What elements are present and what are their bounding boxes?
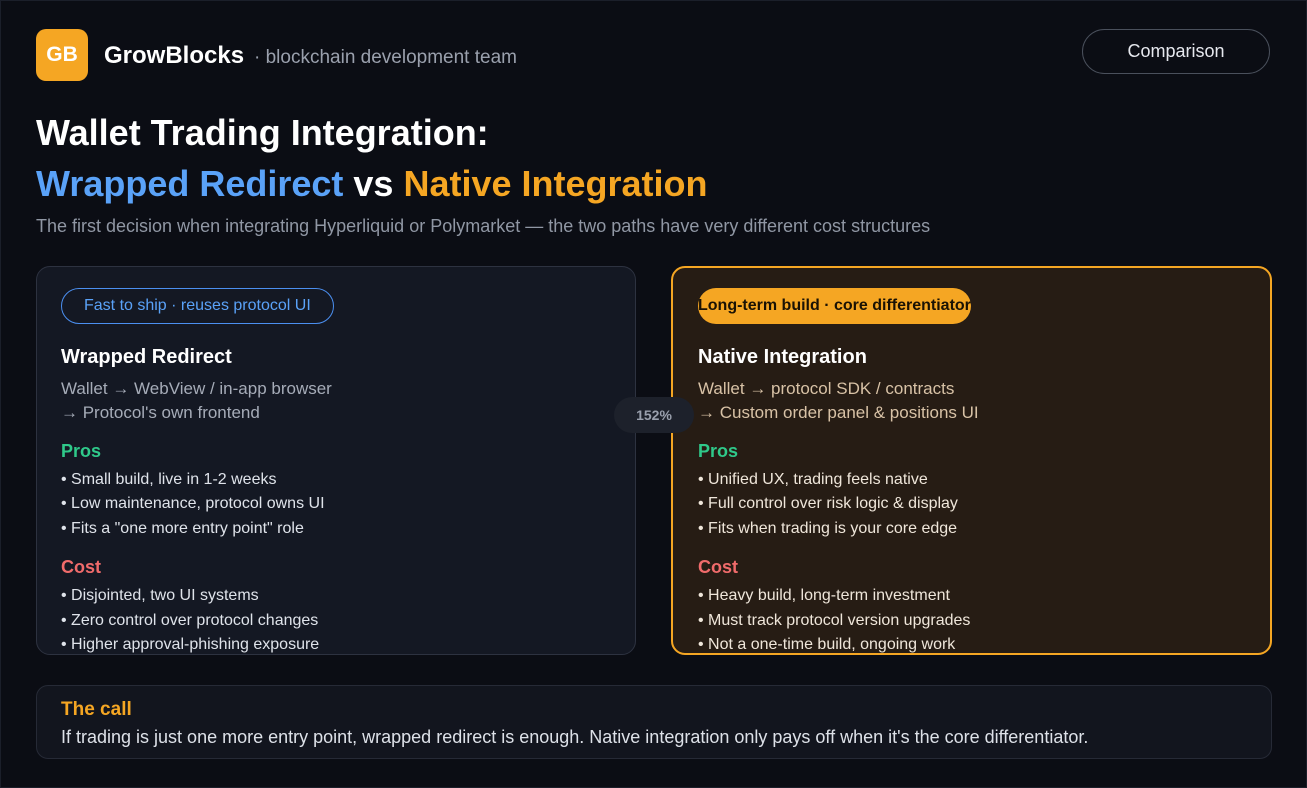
card-flow: Wallet → WebView / in-app browser → Prot…: [61, 377, 611, 425]
list-item: • Full control over risk logic & display: [698, 495, 958, 513]
list-item: • Small build, live in 1-2 weeks: [61, 471, 277, 488]
list-item: • Zero control over protocol changes: [61, 611, 319, 629]
list-item: • Low maintenance, protocol owns UI: [61, 495, 325, 513]
native-integration-badge: Long-term build · core differentiator: [698, 288, 971, 324]
page-subtitle: The first decision when integrating Hype…: [36, 216, 931, 236]
brand-tagline: · blockchain development team: [254, 47, 517, 68]
wrapped-redirect-badge: Fast to ship · reuses protocol UI: [61, 288, 334, 324]
title-vs: vs: [343, 163, 404, 204]
pros-heading: Pros: [61, 441, 102, 461]
list-item: • Fits when trading is your core edge: [698, 519, 958, 537]
list-item: • Disjointed, two UI systems: [61, 587, 259, 605]
page-title: Wallet Trading Integration:: [36, 112, 489, 153]
verdict-box: The call If trading is just one more ent…: [36, 685, 1272, 759]
list-item: • Unified UX, trading feels native: [698, 471, 928, 488]
list-item: • Must track protocol version upgrades: [698, 611, 971, 629]
cost-list: • Heavy build, long-term investment • Mu…: [698, 584, 1245, 654]
zoom-level-indicator[interactable]: 152%: [614, 397, 694, 433]
list-item: • Fits a "one more entry point" role: [61, 519, 304, 537]
native-integration-card: Long-term build · core differentiator Na…: [671, 266, 1272, 655]
list-item: • Heavy build, long-term investment: [698, 587, 950, 605]
page-title-comparison: Wrapped Redirect vs Native Integration: [36, 163, 708, 205]
comparison-button[interactable]: Comparison: [1082, 29, 1270, 74]
list-item: • Higher approval-phishing exposure: [61, 636, 320, 654]
brand-logo: GB: [36, 29, 88, 81]
flow-line: Wallet → protocol SDK / contracts: [698, 379, 955, 398]
card-title: Native Integration: [698, 346, 867, 368]
pros-list: • Unified UX, trading feels native • Ful…: [698, 468, 1245, 541]
wrapped-redirect-card: Fast to ship · reuses protocol UI Wrappe…: [36, 266, 636, 655]
cost-heading: Cost: [698, 557, 738, 578]
verdict-text: If trading is just one more entry point,…: [61, 727, 1089, 747]
cost-heading: Cost: [61, 557, 101, 578]
list-item: • Not a one-time build, ongoing work: [698, 636, 956, 654]
brand-name: GrowBlocks: [104, 42, 245, 69]
flow-line: Wallet → WebView / in-app browser: [61, 379, 332, 398]
pros-heading: Pros: [698, 441, 739, 461]
verdict-title: The call: [61, 699, 132, 720]
pros-list: • Small build, live in 1-2 weeks • Low m…: [61, 468, 611, 541]
flow-line: → Protocol's own frontend: [61, 403, 260, 422]
flow-line: → Custom order panel & positions UI: [698, 403, 979, 422]
cost-list: • Disjointed, two UI systems • Zero cont…: [61, 584, 611, 654]
title-left-option: Wrapped Redirect: [36, 163, 344, 204]
card-flow: Wallet → protocol SDK / contracts → Cust…: [698, 377, 1245, 425]
title-right-option: Native Integration: [403, 163, 708, 204]
card-title: Wrapped Redirect: [61, 346, 232, 368]
